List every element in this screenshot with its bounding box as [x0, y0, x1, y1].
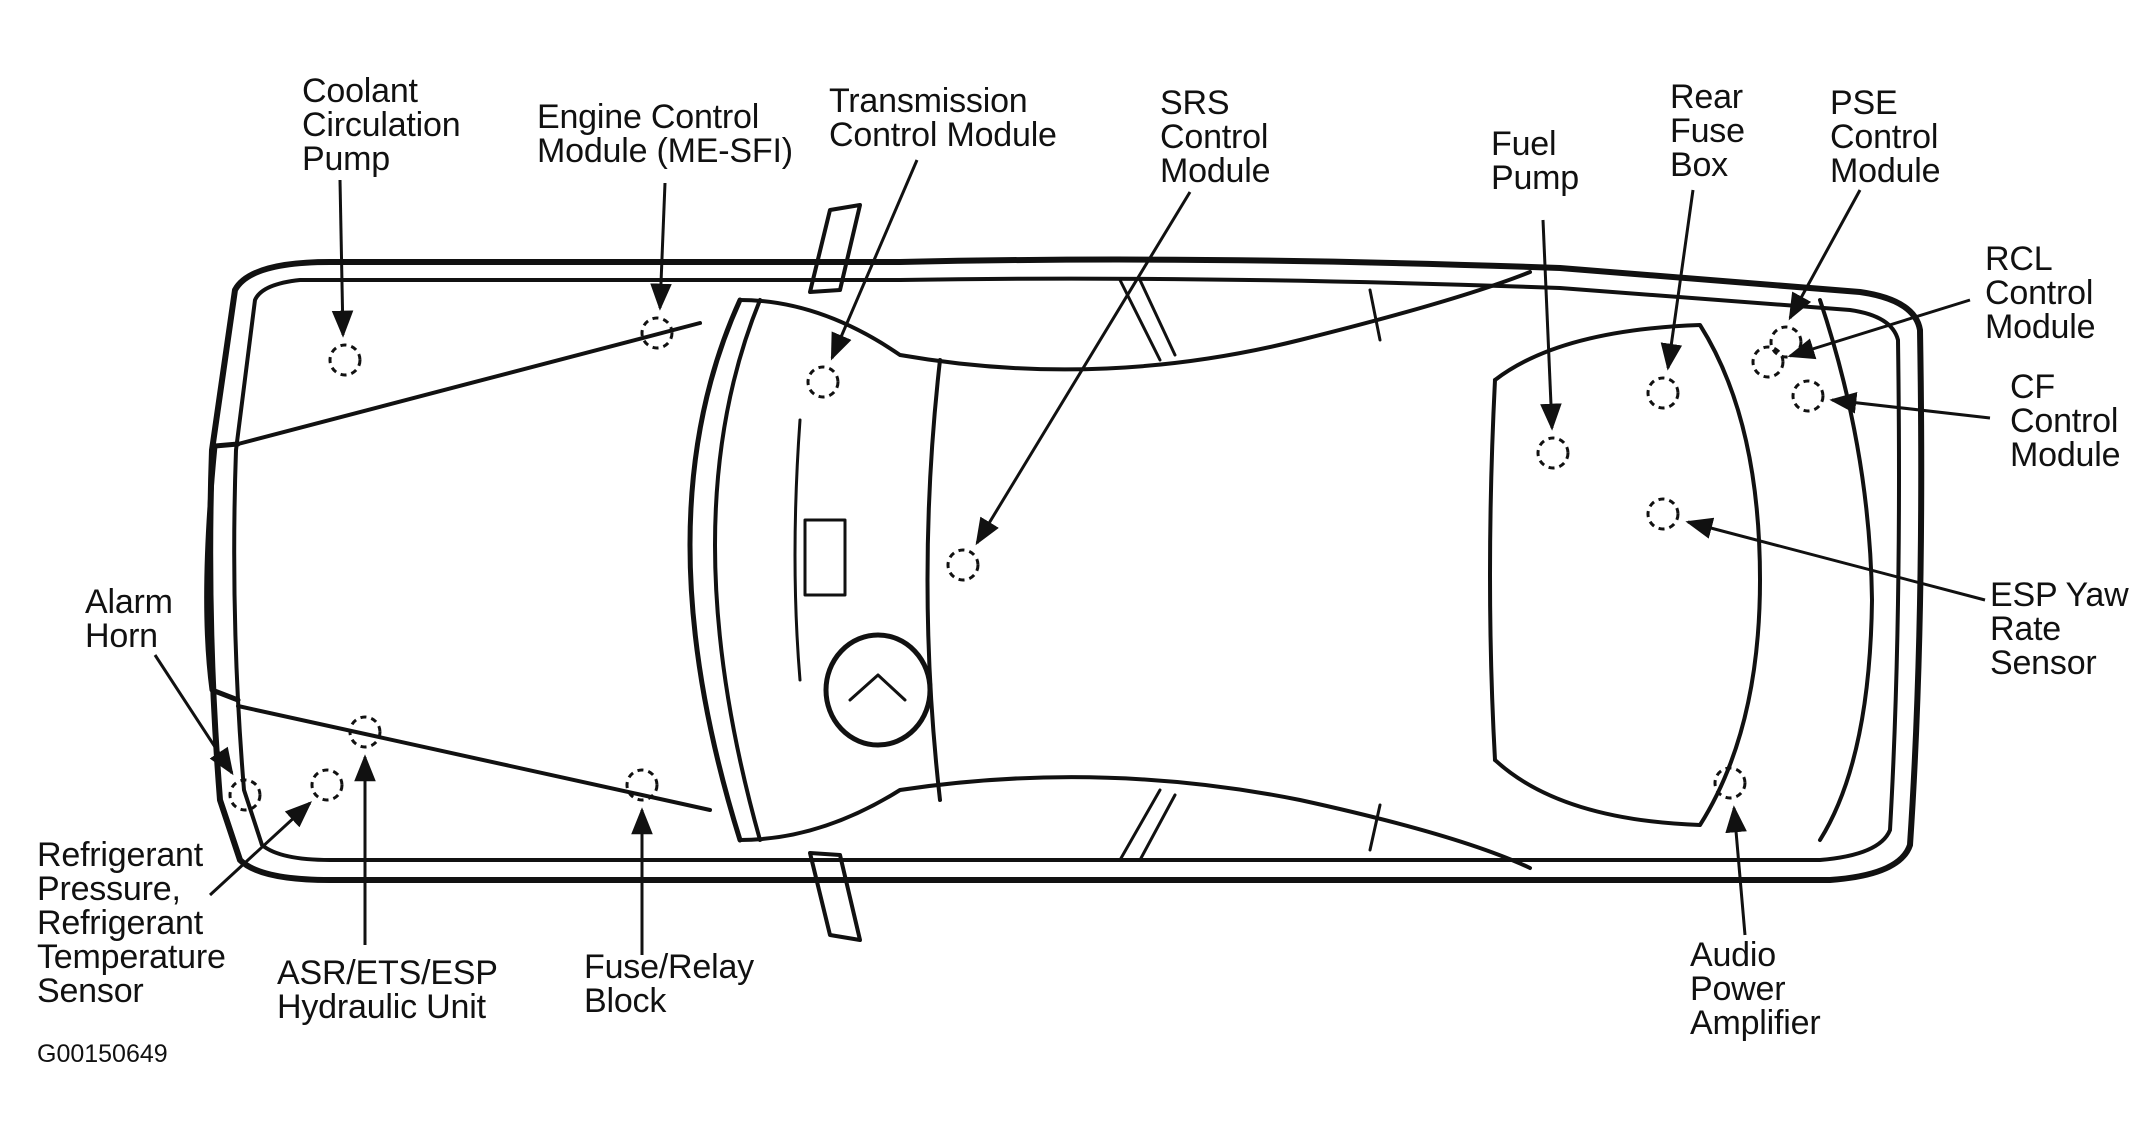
label-audio-power-amplifier: Audio Power Amplifier	[1690, 936, 1821, 1042]
label-asr-ets-esp-hydraulic-unit: ASR/ETS/ESP Hydraulic Unit	[277, 954, 498, 1026]
marker-refrigerant-sensor	[310, 768, 344, 802]
component-location-markers	[228, 316, 1825, 812]
label-engine-control-module: Engine Control Module (ME-SFI)	[537, 98, 793, 170]
label-fuse-relay-block: Fuse/Relay Block	[584, 948, 754, 1020]
label-cf-control-module: CF Control Module	[2010, 368, 2121, 474]
label-rear-fuse-box: Rear Fuse Box	[1670, 78, 1745, 184]
label-coolant-circulation-pump: Coolant Circulation Pump	[302, 72, 461, 178]
label-srs-control-module: SRS Control Module	[1160, 84, 1271, 190]
marker-rcl-control	[1751, 345, 1785, 379]
label-esp-yaw-rate-sensor: ESP Yaw Rate Sensor	[1990, 576, 2129, 682]
marker-engine-control	[640, 316, 674, 350]
marker-alarm-horn	[228, 778, 262, 812]
marker-rear-fuse-box	[1646, 376, 1680, 410]
label-fuel-pump: Fuel Pump	[1491, 125, 1580, 197]
label-refrigerant-sensor: Refrigerant Pressure, Refrigerant Temper…	[37, 836, 226, 1010]
marker-fuel-pump	[1536, 436, 1570, 470]
diagram-code: G00150649	[37, 1040, 168, 1068]
label-alarm-horn: Alarm Horn	[85, 583, 173, 655]
marker-coolant-pump	[328, 343, 362, 377]
marker-srs-control	[946, 548, 980, 582]
marker-cf-control	[1791, 379, 1825, 413]
marker-audio-amp	[1713, 766, 1747, 800]
label-pse-control-module: PSE Control Module	[1830, 84, 1941, 190]
car-body-outline	[204, 203, 1925, 942]
marker-asr-hydraulic	[348, 715, 382, 749]
label-transmission-control-module: Transmission Control Module	[829, 82, 1057, 154]
marker-fuse-relay	[625, 768, 659, 802]
label-rcl-control-module: RCL Control Module	[1985, 240, 2096, 346]
marker-esp-yaw	[1646, 497, 1680, 531]
leader-arrows	[153, 159, 1991, 955]
marker-transmission-control	[806, 365, 840, 399]
